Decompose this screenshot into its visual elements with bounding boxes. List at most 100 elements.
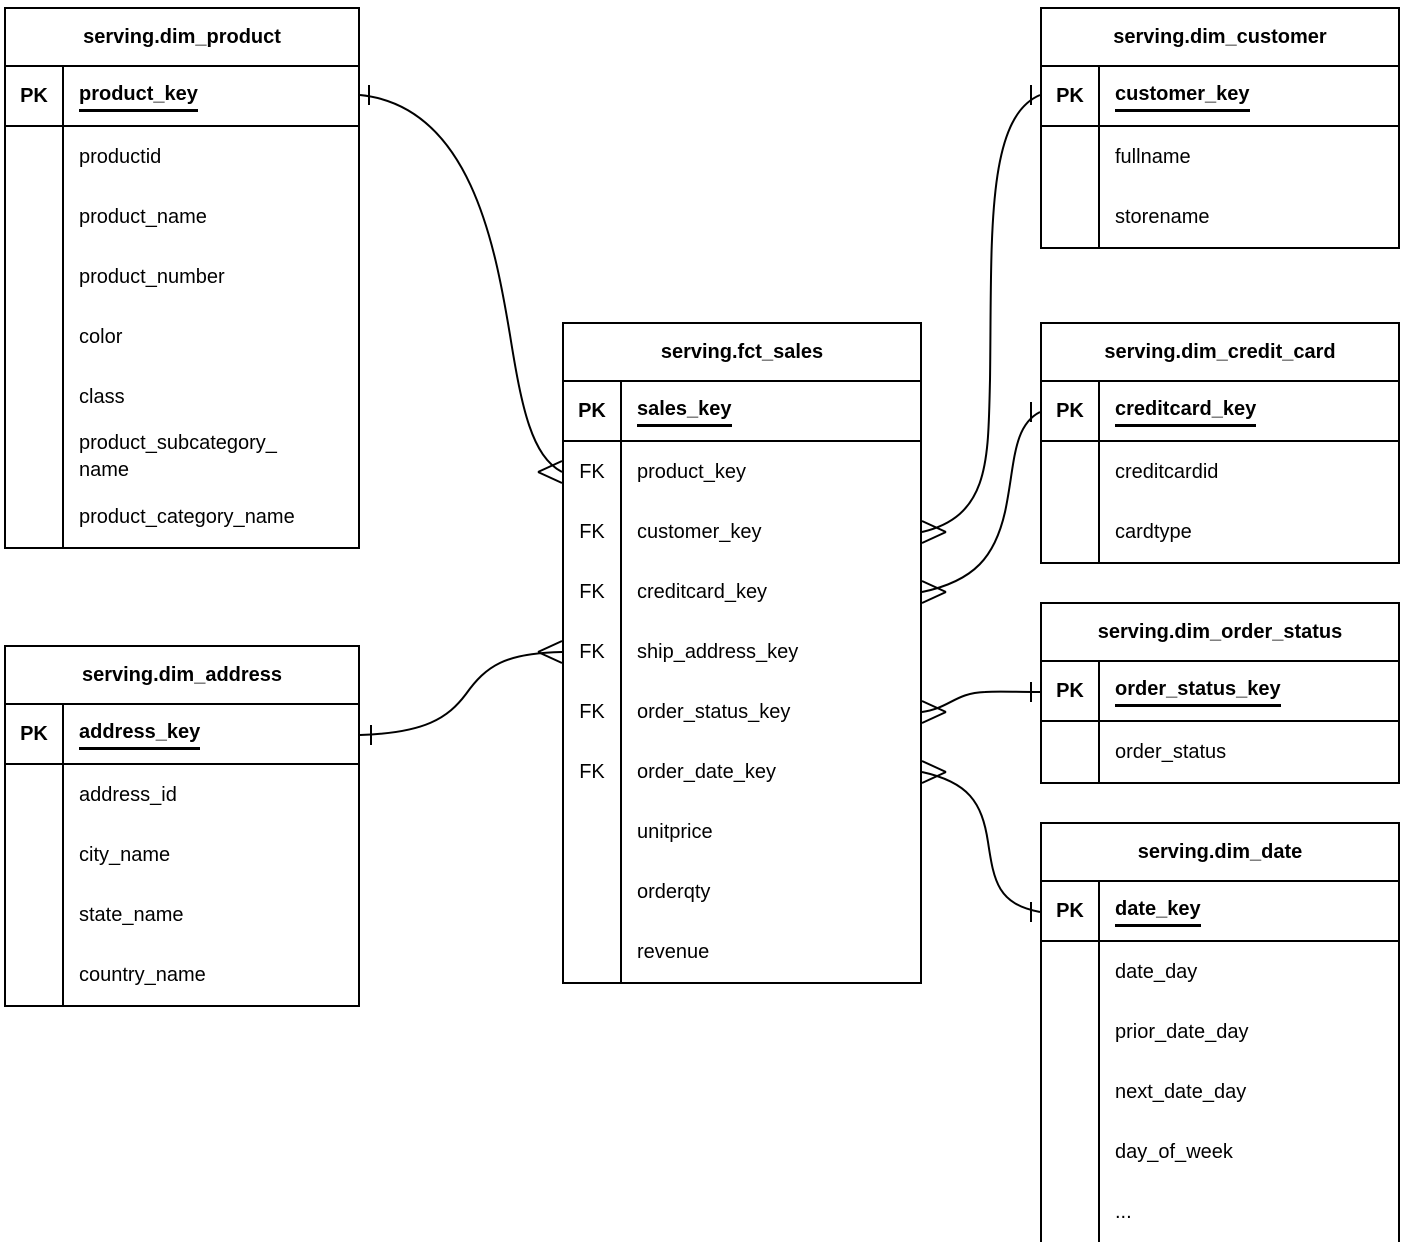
table-field-row: ... xyxy=(1042,1182,1398,1242)
table-field-row: storename xyxy=(1042,187,1398,247)
pk-field-name: product_key xyxy=(79,81,198,112)
key-badge xyxy=(1042,1122,1100,1182)
table-field-row: country_name xyxy=(6,945,358,1005)
table-field-row: productid xyxy=(6,127,358,187)
pk-badge: PK xyxy=(1042,882,1100,940)
table-title: serving.dim_credit_card xyxy=(1042,324,1398,382)
field-name: city_name xyxy=(79,843,171,866)
key-badge xyxy=(6,247,64,307)
table-field-row: state_name xyxy=(6,885,358,945)
table-field-row: FK order_status_key xyxy=(564,682,920,742)
pk-badge: PK xyxy=(1042,67,1100,125)
key-badge xyxy=(6,127,64,187)
key-badge xyxy=(1042,502,1100,562)
pk-badge: PK xyxy=(6,67,64,125)
table-title: serving.dim_order_status xyxy=(1042,604,1398,662)
table-title: serving.dim_product xyxy=(6,9,358,67)
table-dim-credit-card[interactable]: serving.dim_credit_card PK creditcard_ke… xyxy=(1040,322,1400,564)
key-badge: FK xyxy=(564,622,622,682)
pk-badge: PK xyxy=(564,382,622,440)
field-name: order_status_key xyxy=(637,700,791,723)
table-pk-row: PK date_key xyxy=(1042,882,1398,942)
key-badge: FK xyxy=(564,442,622,502)
key-badge xyxy=(564,922,622,982)
table-field-row: unitprice xyxy=(564,802,920,862)
field-name: creditcardid xyxy=(1115,460,1219,483)
table-field-row: fullname xyxy=(1042,127,1398,187)
field-name: next_date_day xyxy=(1115,1080,1247,1103)
table-title: serving.dim_address xyxy=(6,647,358,705)
pk-field-name: customer_key xyxy=(1115,81,1250,112)
table-body: address_id city_name state_name country_nam… xyxy=(6,765,358,1005)
key-badge xyxy=(1042,127,1100,187)
pk-field-name: date_key xyxy=(1115,896,1201,927)
table-field-row: product_category_name xyxy=(6,487,358,547)
field-name: class xyxy=(79,385,125,408)
table-dim-customer[interactable]: serving.dim_customer PK customer_key ful… xyxy=(1040,7,1400,249)
pk-badge: PK xyxy=(1042,662,1100,720)
table-pk-row: PK product_key xyxy=(6,67,358,127)
key-badge xyxy=(6,187,64,247)
field-name: customer_key xyxy=(637,520,762,543)
table-dim-order-status[interactable]: serving.dim_order_status PK order_status… xyxy=(1040,602,1400,784)
table-dim-product[interactable]: serving.dim_product PK product_key produ… xyxy=(4,7,360,549)
table-field-row: product_subcategory_name xyxy=(6,427,358,487)
pk-field-name: sales_key xyxy=(637,396,732,427)
key-badge xyxy=(1042,1002,1100,1062)
table-field-row: order_status xyxy=(1042,722,1398,782)
field-name: ... xyxy=(1115,1200,1132,1223)
field-name: cardtype xyxy=(1115,520,1192,543)
table-field-row: color xyxy=(6,307,358,367)
pk-field-name: creditcard_key xyxy=(1115,396,1257,427)
relationship-line-product xyxy=(359,85,563,484)
table-pk-row: PK sales_key xyxy=(564,382,920,442)
table-pk-row: PK creditcard_key xyxy=(1042,382,1398,442)
field-name: unitprice xyxy=(637,820,713,843)
field-name: date_day xyxy=(1115,960,1198,983)
pk-field-name: address_key xyxy=(79,719,201,750)
field-name: state_name xyxy=(79,903,184,926)
relationship-line-credit-card xyxy=(921,402,1041,604)
relationship-line-customer xyxy=(921,85,1041,544)
table-field-row: orderqty xyxy=(564,862,920,922)
pk-badge: PK xyxy=(6,705,64,763)
relationship-line-order-status xyxy=(921,682,1041,724)
key-badge xyxy=(6,765,64,825)
table-field-row: city_name xyxy=(6,825,358,885)
field-name: fullname xyxy=(1115,145,1191,168)
table-field-row: product_number xyxy=(6,247,358,307)
key-badge xyxy=(6,825,64,885)
relationship-line-address xyxy=(359,640,563,745)
key-badge xyxy=(564,862,622,922)
key-badge xyxy=(1042,187,1100,247)
key-badge: FK xyxy=(564,682,622,742)
table-body: order_status xyxy=(1042,722,1398,782)
table-field-row: day_of_week xyxy=(1042,1122,1398,1182)
relationship-line-order-date xyxy=(921,760,1041,922)
table-dim-address[interactable]: serving.dim_address PK address_key addre… xyxy=(4,645,360,1007)
field-name: product_subcategory_name xyxy=(79,432,277,481)
key-badge xyxy=(564,802,622,862)
field-name: color xyxy=(79,325,123,348)
key-badge xyxy=(6,487,64,547)
key-badge xyxy=(1042,722,1100,782)
table-field-row: FK creditcard_key xyxy=(564,562,920,622)
field-name: creditcard_key xyxy=(637,580,768,603)
table-pk-row: PK customer_key xyxy=(1042,67,1398,127)
table-body: creditcardid cardtype xyxy=(1042,442,1398,562)
key-badge: FK xyxy=(564,562,622,622)
field-name: address_id xyxy=(79,783,177,806)
table-field-row: product_name xyxy=(6,187,358,247)
field-name: product_number xyxy=(79,265,225,288)
field-name: country_name xyxy=(79,963,206,986)
key-badge xyxy=(6,307,64,367)
table-field-row: revenue xyxy=(564,922,920,982)
